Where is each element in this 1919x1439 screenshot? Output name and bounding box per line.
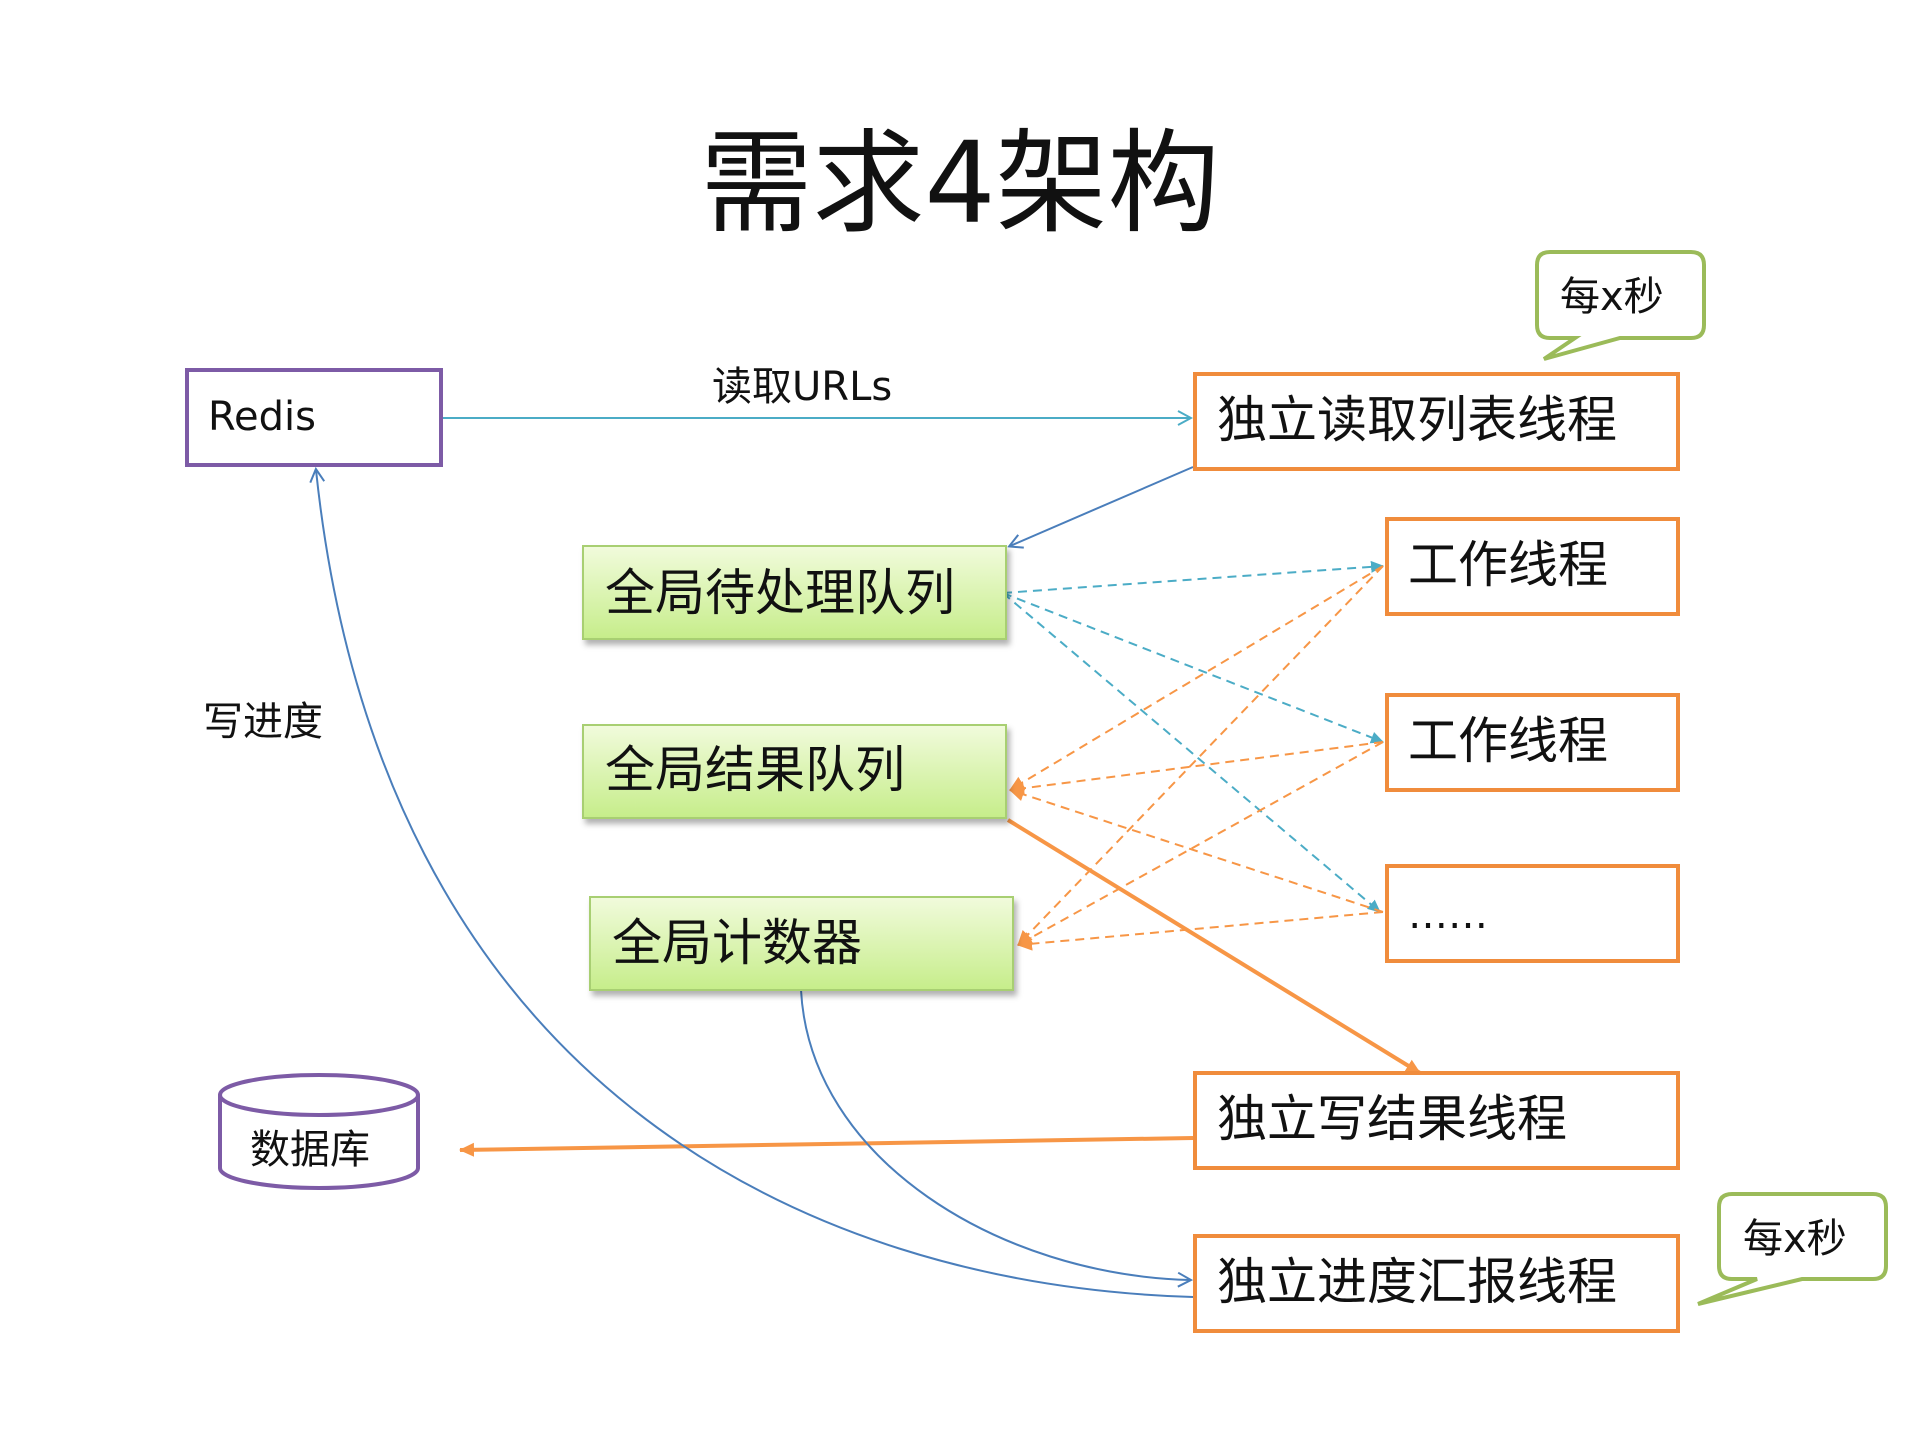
result-to-writer-arrow [1006,818,1422,1075]
worker-1-to-result [1009,565,1384,791]
dispatch-to-worker-2 [1002,592,1384,744]
writer-to-database-arrow [459,1136,1194,1157]
dispatch-arrows [1002,560,1384,913]
callout-every-x-sec-top: 每x秒 [1535,250,1706,361]
worker-thread-label-2: 工作线程 [1408,712,1608,770]
counter-to-progress-arrow [800,989,1190,1280]
counter-label: 全局计数器 [612,914,862,972]
database-cylinder-icon [218,1095,420,1190]
write-progress-label: 写进度 [203,699,323,745]
worker-thread-node-2: 工作线程 [1385,693,1680,792]
result-queue-node: 全局结果队列 [582,724,1007,819]
redis-label: Redis [208,394,316,440]
callout-label-top: 每x秒 [1560,274,1664,320]
speech-bubble-icon [1697,1192,1888,1306]
progress-thread-node: 独立进度汇报线程 [1193,1234,1680,1333]
worker-output-arrows [1009,565,1384,951]
database-node: 数据库 [218,1073,420,1190]
counter-node: 全局计数器 [589,896,1014,991]
worker-2-to-counter [1017,741,1384,946]
worker-1-to-counter [1017,565,1384,946]
callout-label-bottom: 每x秒 [1743,1216,1847,1262]
worker-thread-node-1: 工作线程 [1385,517,1680,616]
page-title: 需求4架构 [700,119,1219,249]
dispatch-to-worker-1 [1002,560,1384,594]
write-result-thread-label: 独立写结果线程 [1217,1090,1567,1148]
read-list-thread-label: 独立读取列表线程 [1217,391,1617,449]
worker-thread-label-1: 工作线程 [1408,536,1608,594]
callout-every-x-sec-bottom: 每x秒 [1697,1192,1888,1306]
worker-thread-node-more: …… [1385,864,1680,963]
worker-2-to-result [1009,741,1384,796]
worker-thread-label-more: …… [1408,892,1488,938]
pending-queue-node: 全局待处理队列 [582,545,1007,640]
database-label: 数据库 [250,1127,370,1173]
read-urls-label: 读取URLs [712,364,892,410]
pending-queue-label: 全局待处理队列 [605,564,955,622]
progress-thread-label: 独立进度汇报线程 [1217,1253,1617,1311]
write-progress-arrow [316,470,1194,1298]
redis-node: Redis [185,368,443,467]
result-queue-label: 全局结果队列 [605,741,905,799]
read-list-thread-node: 独立读取列表线程 [1193,372,1680,471]
dispatch-to-worker-more [1002,592,1381,913]
speech-bubble-icon [1535,250,1706,361]
write-result-thread-node: 独立写结果线程 [1193,1071,1680,1170]
worker-more-to-result [1009,787,1384,913]
list-to-pending-arrow [1010,466,1194,546]
worker-more-to-counter [1017,911,1384,951]
